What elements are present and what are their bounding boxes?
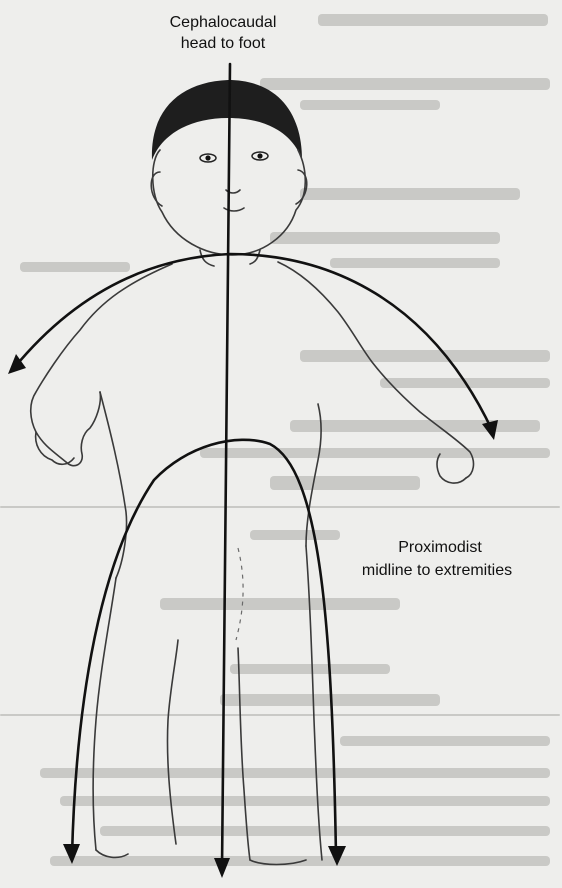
cephalocaudal-label: Cephalocaudal — [128, 13, 318, 33]
baby-eyes — [200, 152, 268, 162]
cephalocaudal-sublabel: head to foot — [128, 34, 318, 54]
baby-left-hand — [36, 432, 74, 464]
proximodistal-sublabel: midline to extremities — [312, 561, 562, 581]
baby-mouth — [224, 208, 244, 211]
baby-groin-detail — [236, 548, 243, 640]
cephalocaudal-arrowhead — [214, 858, 230, 878]
development-arrows — [8, 64, 498, 878]
baby-right-hand — [437, 454, 466, 483]
baby-torso-left — [100, 392, 127, 578]
baby-hair — [152, 80, 302, 160]
proximodistal-outer-arc — [14, 254, 492, 430]
background-text-bleed — [0, 14, 560, 866]
baby-inner-left-leg — [167, 640, 178, 844]
proximodistal-label: Proximodist — [340, 538, 540, 558]
cephalocaudal-arrow — [222, 64, 230, 868]
baby-left-arm — [31, 264, 172, 466]
proximodistal-inner-arch — [72, 440, 336, 856]
